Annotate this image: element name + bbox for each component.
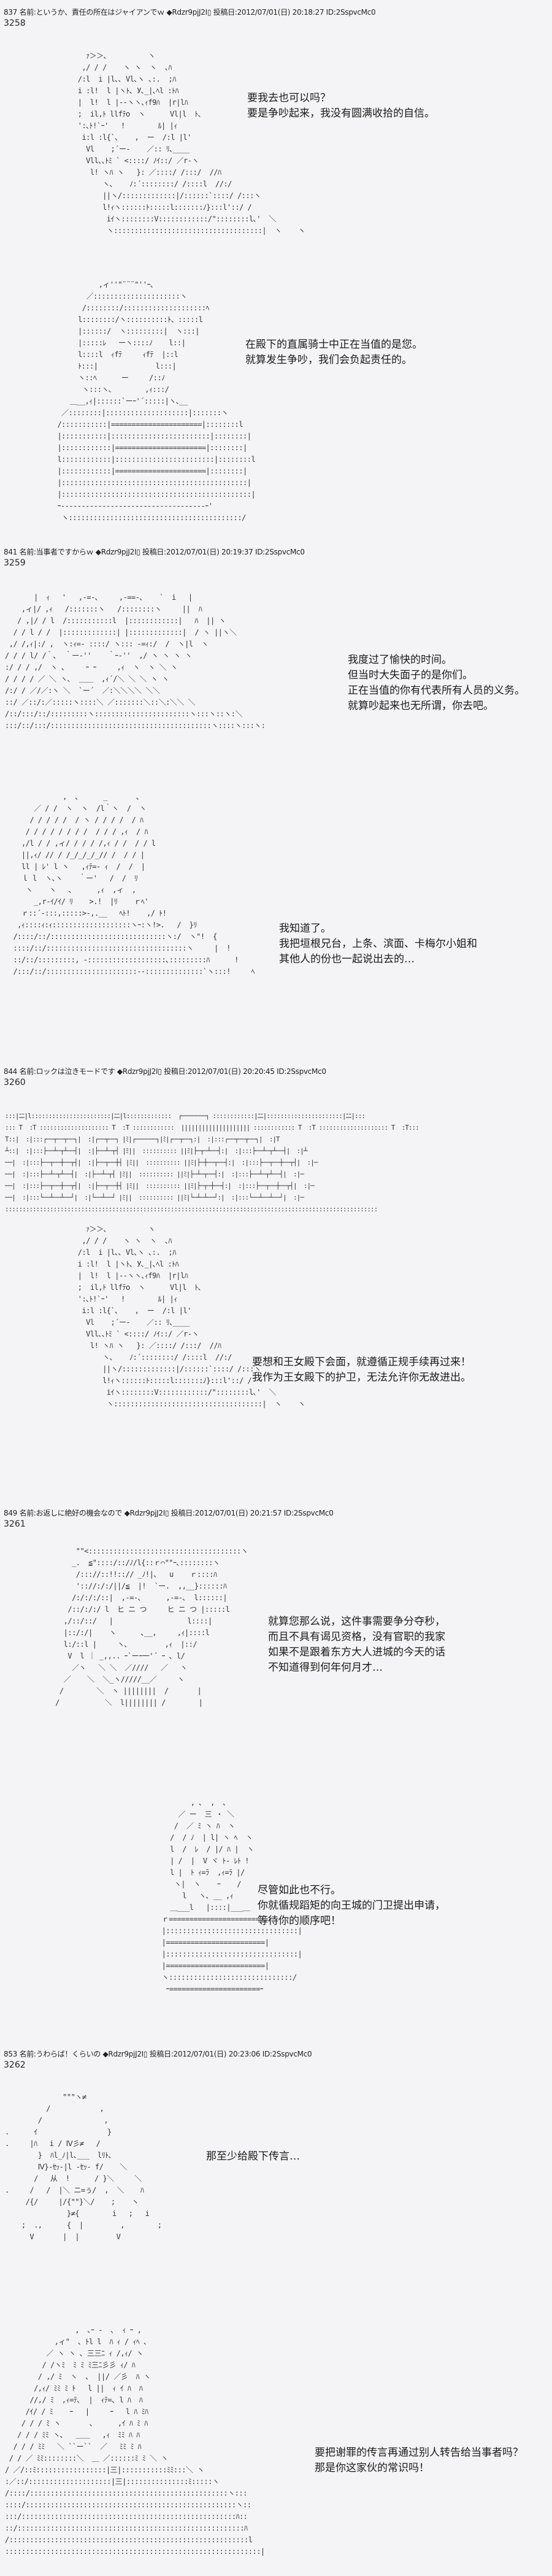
post-header: 849 名前:お返しに絶好の機会なので ◆Rdzr9pjJ2I▯ 投稿日:201… — [4, 1509, 334, 1517]
ascii-art-character: , ､ _ ､ ／ / / ヽ ヽ /l｀ヽ / ヽ / / / / / / ヽ… — [13, 792, 255, 976]
dialogue-text: 我度过了愉快的时间。 但当时大失面子的是你们。 正在当值的你有代表所有人员的义务… — [348, 654, 525, 712]
ascii-art-character: | ｨ ' ,-=-､ ,-==-､ ` i | ,ィ|/ ,ｨ /::::::… — [5, 593, 266, 730]
panel-number: 3259 — [4, 558, 26, 568]
dialogue-text: 我知道了。 我把垣根兄台，上条、滨面、卡梅尔小姐和 其他人的份也一起说出去的… — [279, 922, 477, 965]
ascii-art-character: , ､ , ､ ／ ー 三 ・ ＼ / ／ ﾐ ヽ ﾊ ヽ / / ﾉ | l|… — [161, 1798, 302, 1993]
post-header: 853 名前:うわらば！くらいの ◆Rdzr9pjJ2I▯ 投稿日:2012/0… — [4, 2050, 312, 2058]
ascii-art-character: ｧ＞＞､ ヽ ,/ / / ヽ ヽ ヽ ､ﾊ /:l i |l､､ Vl､ヽ ､… — [77, 1225, 305, 1408]
post-header: 837 名前:というか、責任の所在はジャイアンでｗ ◆Rdzr9pjJ2I▯ 投… — [4, 8, 376, 17]
ascii-art-character: ""<:::::::::::::::::::::::::::::::::::::… — [55, 1547, 248, 1707]
dialogue-text: 要想和王女殿下会面，就遵循正规手续再过来！ 我作为王女殿下的护卫，无法允许你无故… — [252, 1356, 471, 1384]
panel-number: 3261 — [4, 1519, 26, 1529]
panel-number: 3258 — [4, 18, 26, 28]
ascii-art-character: ,ィ''"¨¨¨"''ｰ､ ／:::::::::::::::::::::ヽ /:… — [57, 280, 256, 522]
post-header: 841 名前:当事者ですからｗ ◆Rdzr9pjJ2I▯ 投稿日:2012/07… — [4, 548, 305, 556]
dialogue-text: 尽管如此也不行。 你就循规蹈矩的向王城的门卫提出申请， 等待你的顺序吧！ — [258, 1884, 445, 1927]
dialogue-text: 要我去也可以吗？ 要是争吵起来，我没有圆满收拾的自信。 — [247, 92, 435, 120]
dialogue-text: 就算您那么说，这件事需要争分夺秒， 而且不具有谒见资格，没有官职的我家 如果不是… — [268, 1616, 445, 1674]
panel-number: 3260 — [4, 1078, 26, 1087]
dialogue-text: 要把谢罪的传言再通过别人转告给当事者吗？ 那是你这家伙的常识吗！ — [315, 2447, 523, 2474]
ascii-art-castle-wall: :::|ﾆﾆ|l:::::::::::::::::::::::|ﾆﾆ|l::::… — [5, 1112, 420, 1213]
ascii-art-character: , ､ｰ - ､ ｨ ｰ , ,ィ" ､ ﾄl l ﾊ ｨ / ｨﾍ ､ ／ ヽ… — [5, 2326, 265, 2556]
panel-number: 3262 — [4, 2060, 26, 2070]
ascii-art-character: """ヽ≠ / , / , . ｲ } . |ﾊ i / Ⅳ彡≠ / } ﾊl_… — [5, 2093, 162, 2241]
post-header: 844 名前:ロックは泣きモードです ◆Rdzr9pjJ2I▯ 投稿日:2012… — [4, 1067, 326, 1076]
dialogue-text: 在殿下的直属骑士中正在当值的是您。 就算发生争吵，我们会负起责任的。 — [245, 339, 423, 366]
dialogue-text: 那至少给殿下传言… — [206, 2150, 300, 2163]
ascii-art-character: ｧ＞＞､ ヽ ,/ / / ヽ ヽ ヽ ､ﾊ /:l i |l､､ Vl､ヽ ､… — [77, 52, 305, 235]
